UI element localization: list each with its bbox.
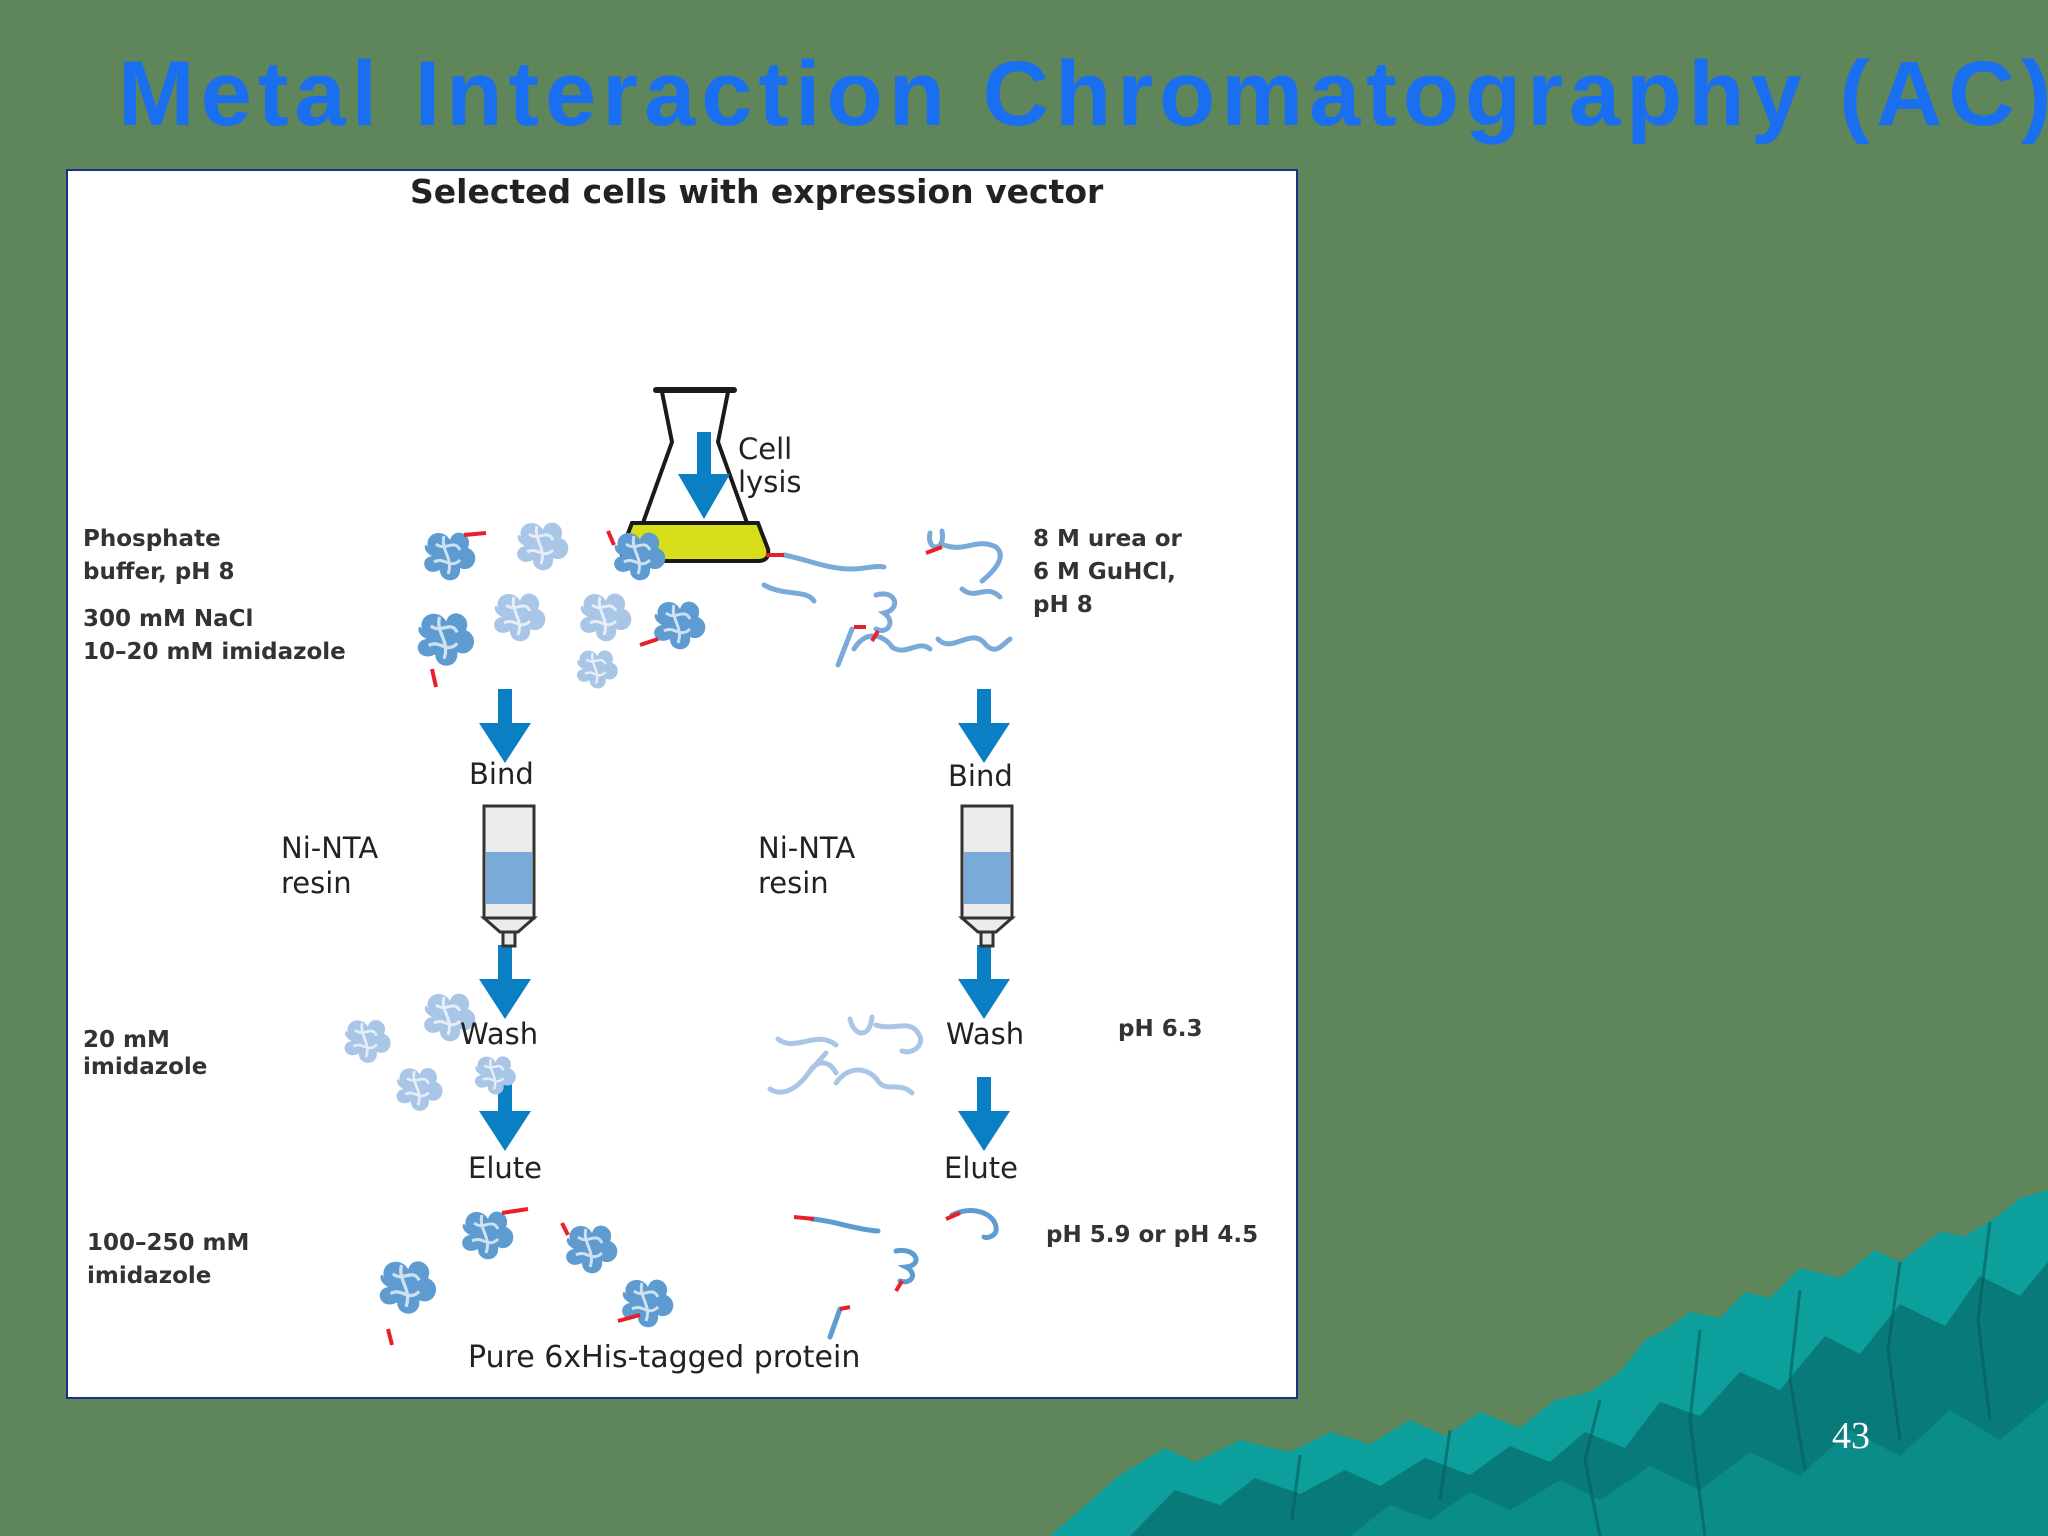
- figure-footer: Pure 6xHis-tagged protein: [468, 1340, 861, 1375]
- denaturing-wash-condition: pH 6.3: [1118, 1016, 1203, 1042]
- figure-panel: Selected cells with expression vector Pu…: [66, 169, 1298, 1399]
- arrow-down-icon: [479, 689, 531, 763]
- denaturing-elute-label: Elute: [944, 1151, 1018, 1185]
- native-resin-line: Ni-NTA: [281, 831, 379, 865]
- denaturing-resin-label: Ni-NTA resin: [758, 831, 855, 901]
- native-buffer-label: Phosphate buffer, pH 8: [83, 523, 235, 589]
- denaturing-buffer-line: 8 M urea or: [1033, 526, 1182, 552]
- native-salt-line: 300 mM NaCl: [83, 606, 254, 632]
- denaturing-elute-condition: pH 5.9 or pH 4.5: [1046, 1222, 1259, 1248]
- native-elute-condition-line: 100–250 mM: [87, 1230, 250, 1256]
- native-resin-label: Ni-NTA resin: [281, 831, 378, 901]
- page-number: 43: [1832, 1415, 1870, 1457]
- arrow-down-icon: [479, 945, 531, 1019]
- arrow-down-icon: [958, 1077, 1010, 1151]
- unfolded-protein-icon: [761, 528, 1013, 668]
- figure-graphics: [66, 169, 1298, 1399]
- unfolded-protein-icon: [809, 1208, 999, 1340]
- native-wash-condition-line: imidazole: [83, 1054, 208, 1080]
- native-elute-label: Elute: [468, 1151, 542, 1185]
- cell-lysis-label: Cell lysis: [738, 433, 802, 499]
- his-tag-icon: [430, 530, 659, 688]
- denaturing-resin-line: resin: [758, 866, 829, 900]
- native-buffer-line: Phosphate: [83, 526, 221, 552]
- denaturing-resin-line: Ni-NTA: [758, 831, 856, 865]
- native-salt-label: 300 mM NaCl 10–20 mM imidazole: [83, 603, 346, 669]
- cell-lysis-line: Cell: [738, 432, 793, 466]
- native-resin-line: resin: [281, 866, 352, 900]
- native-salt-line: 10–20 mM imidazole: [83, 639, 346, 665]
- native-wash-condition-line: 20 mM: [83, 1027, 170, 1053]
- native-buffer-line: buffer, pH 8: [83, 559, 235, 585]
- slide-title: Metal Interaction Chromatography (AC): [118, 43, 2048, 145]
- native-bind-label: Bind: [469, 757, 534, 791]
- denaturing-buffer-label: 8 M urea or 6 M GuHCl, pH 8: [1033, 523, 1182, 622]
- cell-lysis-line: lysis: [738, 465, 802, 499]
- unfolded-protein-icon: [767, 1014, 924, 1096]
- native-wash-label: Wash: [460, 1017, 539, 1051]
- denaturing-buffer-line: pH 8: [1033, 592, 1093, 618]
- arrow-down-icon: [958, 689, 1010, 763]
- denaturing-wash-label: Wash: [946, 1017, 1025, 1051]
- figure-header: Selected cells with expression vector: [410, 172, 1104, 211]
- column-icon: [480, 804, 538, 948]
- column-icon: [958, 804, 1016, 948]
- denaturing-bind-label: Bind: [948, 759, 1013, 793]
- arrow-down-icon: [958, 945, 1010, 1019]
- denaturing-buffer-line: 6 M GuHCl,: [1033, 559, 1176, 585]
- native-elute-condition-line: imidazole: [87, 1263, 212, 1289]
- native-elute-condition: 100–250 mM imidazole: [87, 1227, 249, 1293]
- native-wash-condition: 20 mM imidazole: [83, 1027, 207, 1081]
- arrow-down-icon: [678, 432, 730, 519]
